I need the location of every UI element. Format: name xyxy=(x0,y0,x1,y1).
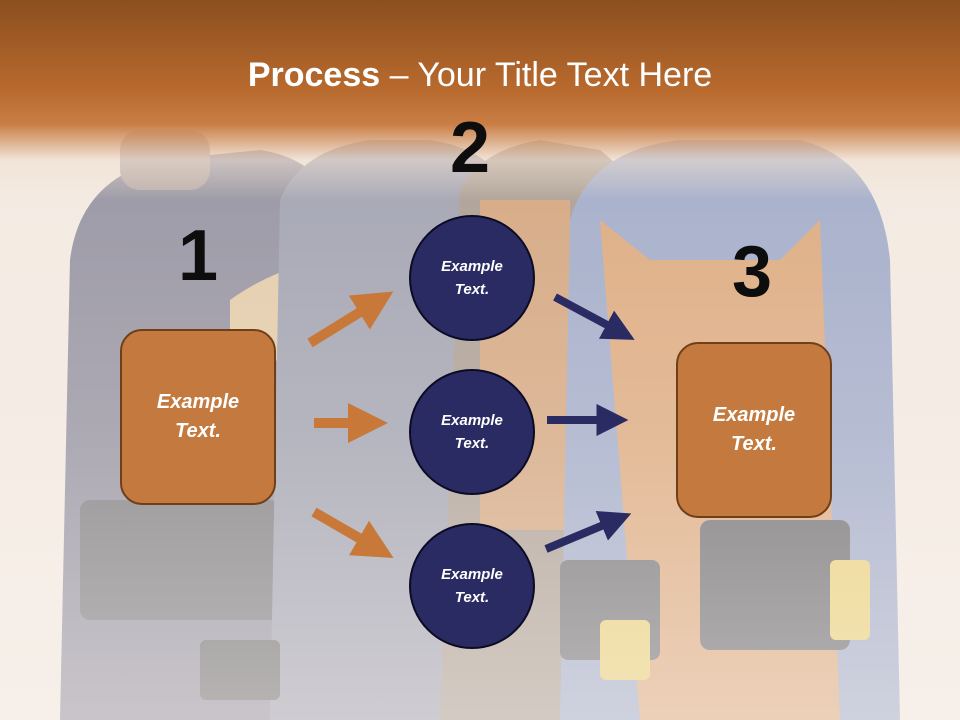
step-number-3: 3 xyxy=(732,232,773,312)
left-box: Example Text. xyxy=(120,329,276,505)
step-number-2: 2 xyxy=(450,108,491,188)
title-bold: Process xyxy=(247,56,381,94)
right-box-text: Example Text. xyxy=(712,404,796,455)
circle-top: Example Text. xyxy=(409,215,535,341)
left-box-text: Example Text. xyxy=(156,391,240,442)
circle-top-text: Example Text. xyxy=(441,258,503,298)
circle-bottom-text: Example Text. xyxy=(441,566,503,606)
circle-middle-text: Example Text. xyxy=(441,412,503,452)
right-box: Example Text. xyxy=(676,342,832,518)
step-number-1: 1 xyxy=(178,216,219,296)
title-rest: – Your Title Text Here xyxy=(380,56,713,94)
circle-middle: Example Text. xyxy=(409,369,535,495)
header-band xyxy=(0,0,960,200)
circle-bottom: Example Text. xyxy=(409,523,535,649)
slide-title: Process – Your Title Text Here xyxy=(0,52,960,98)
